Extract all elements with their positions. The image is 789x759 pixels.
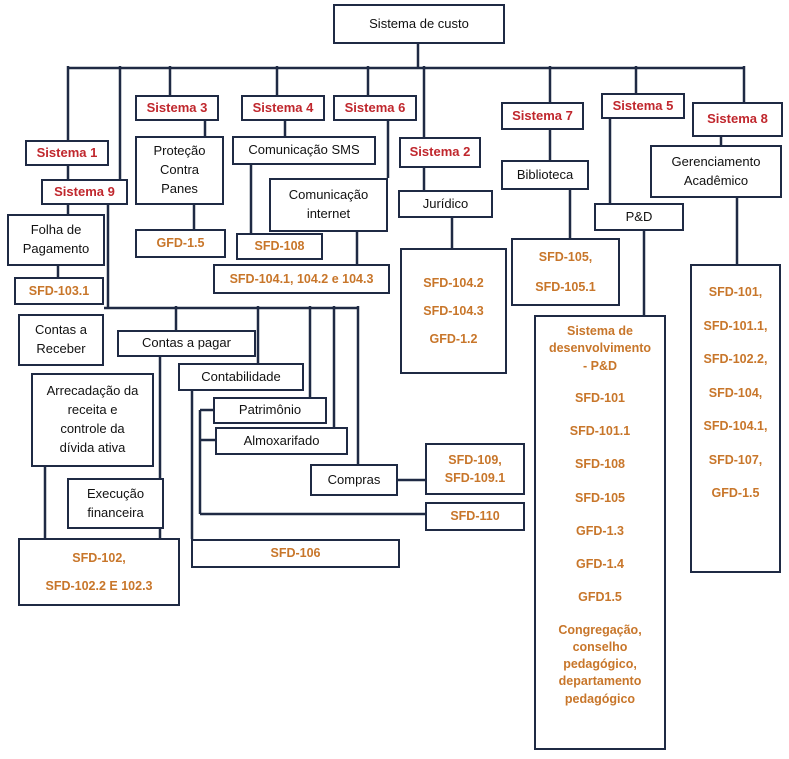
contas-a-pagar-box: Contas a pagar <box>117 330 256 357</box>
contas-a-receber-box: Contas a Receber <box>18 314 104 366</box>
patrimonio-box: Patrimônio <box>213 397 327 424</box>
sfd-106-box: SFD-106 <box>191 539 400 568</box>
sfd-104-1-box: SFD-104.1, 104.2 e 104.3 <box>213 264 390 294</box>
folha-de-pagamento-box: Folha de Pagamento <box>7 214 105 266</box>
sistema-6-label: Sistema 6 <box>333 95 417 121</box>
execucao-financeira-box: Execução financeira <box>67 478 164 529</box>
compras-box: Compras <box>310 464 398 496</box>
sistema-8-label: Sistema 8 <box>692 102 783 137</box>
biblioteca-box: Biblioteca <box>501 160 589 190</box>
arrecadacao-box: Arrecadação da receita e controle da dív… <box>31 373 154 467</box>
protecao-contra-panes-box: Proteção Contra Panes <box>135 136 224 205</box>
comunicacao-sms-box: Comunicação SMS <box>232 136 376 165</box>
comunicacao-internet-box: Comunicação internet <box>269 178 388 232</box>
root-label: Sistema de custo <box>369 15 469 31</box>
biblioteca-codes-box: SFD-105, SFD-105.1 <box>511 238 620 306</box>
sfd-110-box: SFD-110 <box>425 502 525 531</box>
sistema-7-label: Sistema 7 <box>501 102 584 130</box>
root-sistema-de-custo: Sistema de custo <box>333 4 505 44</box>
pd-codes-box: Sistema de desenvolvimento - P&D SFD-101… <box>534 315 666 750</box>
sistema-1-label: Sistema 1 <box>25 140 109 166</box>
pd-box: P&D <box>594 203 684 231</box>
sistema-3-label: Sistema 3 <box>135 95 219 121</box>
gfd-1-5-box: GFD-1.5 <box>135 229 226 258</box>
sfd-109-box: SFD-109, SFD-109.1 <box>425 443 525 495</box>
academico-codes-box: SFD-101, SFD-101.1, SFD-102.2, SFD-104, … <box>690 264 781 573</box>
sfd-103-1-box: SFD-103.1 <box>14 277 104 305</box>
contabilidade-box: Contabilidade <box>178 363 304 391</box>
sistema-4-label: Sistema 4 <box>241 95 325 121</box>
gerenciamento-academico-box: Gerenciamento Acadêmico <box>650 145 782 198</box>
sfd-102-box: SFD-102, SFD-102.2 E 102.3 <box>18 538 180 606</box>
juridico-box: Jurídico <box>398 190 493 218</box>
juridico-codes-box: SFD-104.2 SFD-104.3 GFD-1.2 <box>400 248 507 374</box>
sistema-5-label: Sistema 5 <box>601 93 685 119</box>
sistema-9-label: Sistema 9 <box>41 179 128 205</box>
sistema-2-label: Sistema 2 <box>399 137 481 168</box>
sfd-108-box: SFD-108 <box>236 233 323 260</box>
almoxarifado-box: Almoxarifado <box>215 427 348 455</box>
